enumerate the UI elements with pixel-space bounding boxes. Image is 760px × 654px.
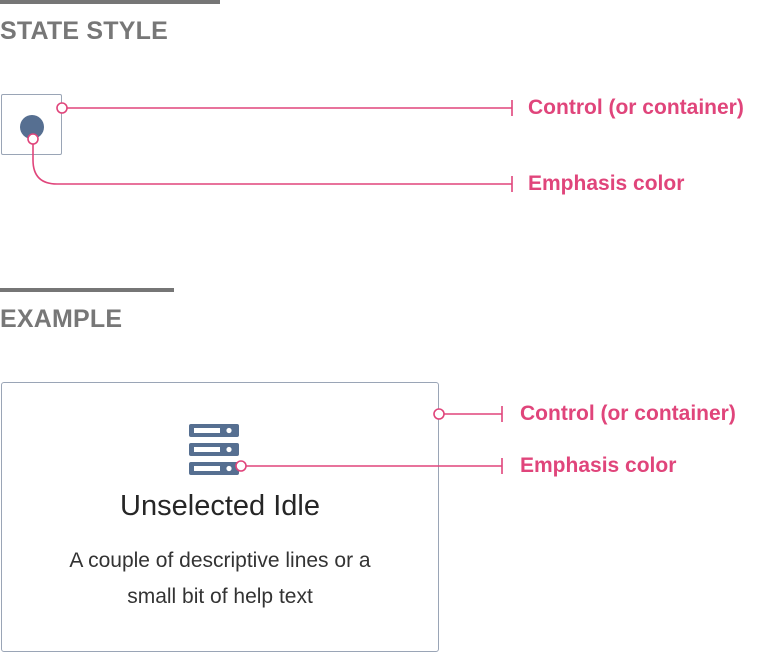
example-callout-emphasis-label: Emphasis color	[520, 454, 677, 477]
card-description: A couple of descriptive lines or a small…	[1, 543, 439, 615]
example-heading: EXAMPLE	[0, 305, 123, 333]
callout-emphasis-label: Emphasis color	[528, 172, 685, 195]
emphasis-dot	[20, 115, 44, 139]
server-icon	[189, 424, 239, 475]
card-description-line: A couple of descriptive lines or a	[69, 549, 371, 572]
state-style-divider	[0, 0, 220, 4]
callout-control-label: Control (or container)	[528, 96, 744, 119]
card-title: Unselected Idle	[120, 490, 320, 522]
example-divider	[0, 288, 174, 292]
example-callout-control-label: Control (or container)	[520, 402, 736, 425]
state-style-heading: STATE STYLE	[0, 17, 168, 45]
card-description-line: small bit of help text	[127, 585, 313, 608]
